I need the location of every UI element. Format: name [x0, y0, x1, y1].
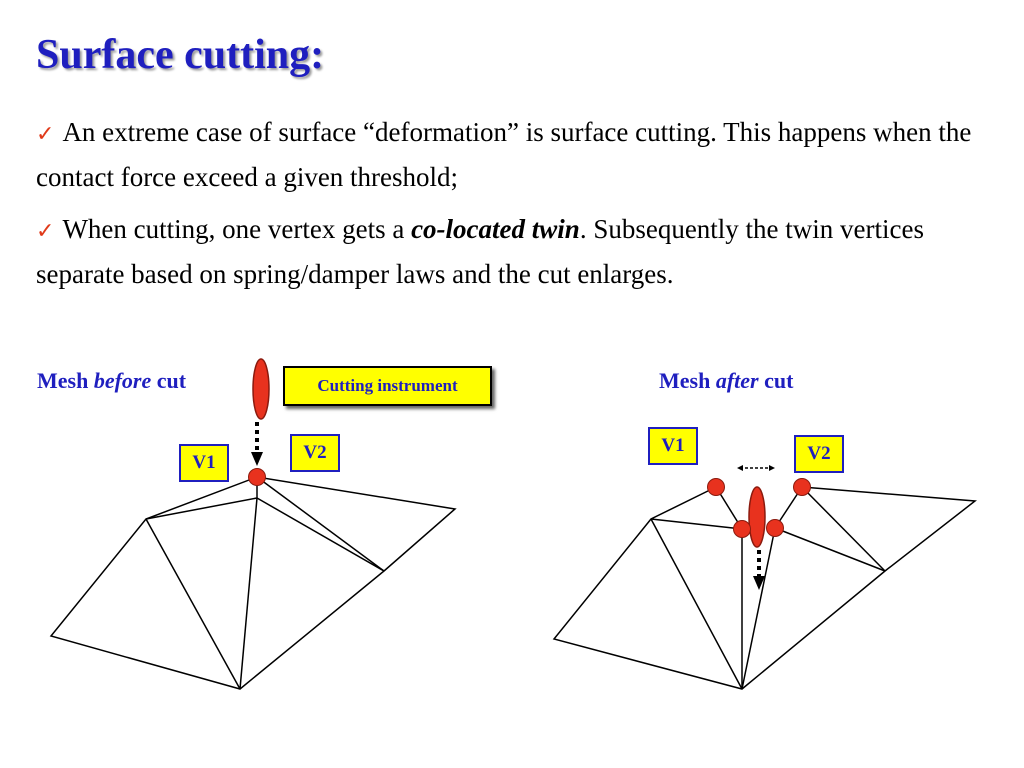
cutting-instrument-before	[251, 358, 270, 466]
v2-label-after: V2	[794, 435, 844, 473]
bullet-co-located-twin: ✓ When cutting, one vertex gets a co-loca…	[36, 208, 986, 295]
caption-word: Mesh	[659, 368, 716, 393]
vertex-v1-top	[707, 478, 725, 496]
checkmark-icon: ✓	[36, 219, 55, 244]
vertex-v2-twin	[766, 519, 784, 537]
bullet-text: An extreme case of surface “deformation”…	[36, 117, 972, 192]
cutting-instrument-after	[748, 486, 766, 590]
bullet-text-start: When cutting, one vertex gets a	[62, 214, 412, 244]
slide-title: Surface cutting:	[36, 32, 325, 78]
v2-label-before: V2	[290, 434, 340, 472]
v1-label-after: V1	[648, 427, 698, 465]
caption-mesh-after-cut: Mesh after cut	[659, 368, 793, 394]
caption-emphasis: before	[93, 368, 152, 393]
vertex-v2-top	[793, 478, 811, 496]
bullet-text-end: . Subsequently the twin vertices separat…	[36, 214, 924, 289]
caption-mesh-before-cut: Mesh before cut	[37, 368, 186, 394]
caption-word: Mesh	[37, 368, 94, 393]
v1-label-before: V1	[179, 444, 229, 482]
mesh-before-cut	[49, 476, 457, 690]
cutting-instrument-label: Cutting instrument	[283, 366, 492, 406]
caption-word: cut	[758, 368, 794, 393]
checkmark-icon: ✓	[36, 122, 55, 147]
caption-emphasis: after	[715, 368, 759, 393]
vertex-before	[248, 468, 266, 486]
caption-word: cut	[151, 368, 187, 393]
vertex-v1-twin	[733, 520, 751, 538]
bullet-surface-deformation: ✓An extreme case of surface “deformation…	[36, 111, 986, 198]
co-located-twin-emphasis: co-located twin	[411, 214, 580, 244]
